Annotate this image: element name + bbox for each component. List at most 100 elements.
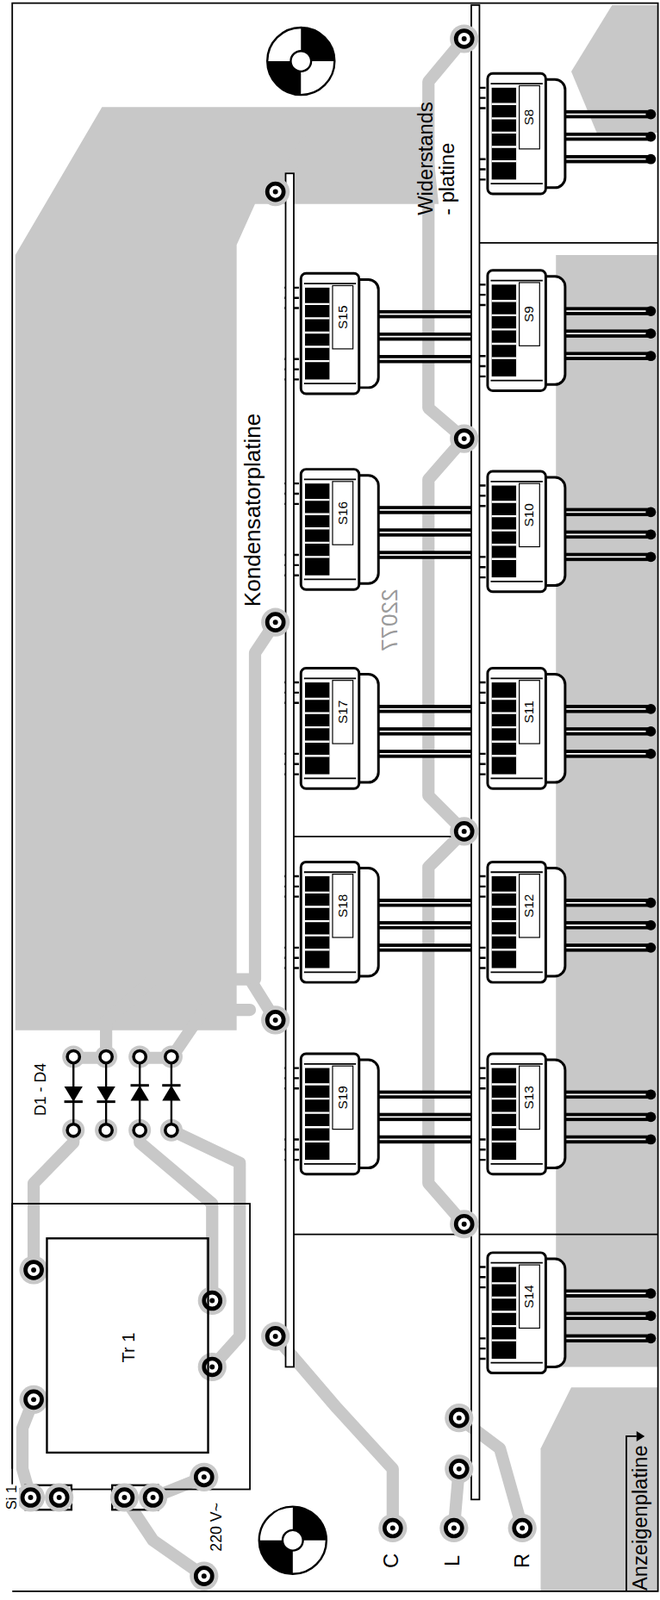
pcb-graphic xyxy=(439,1513,468,1543)
slide-switch xyxy=(471,861,656,983)
switch-body: S18 xyxy=(300,861,359,983)
board-label: Widerstands - platine xyxy=(415,90,459,215)
slide-switch xyxy=(471,1252,656,1374)
pcb-graphic xyxy=(261,608,290,637)
pcb-graphic xyxy=(449,816,479,846)
switch-body: S12 xyxy=(487,861,546,983)
switch-label: S17 xyxy=(336,700,350,724)
switch-body: S13 xyxy=(487,1053,546,1175)
diode-symbol xyxy=(94,1046,118,1142)
part-label: Tr 1 xyxy=(120,1332,139,1363)
pcb-graphic xyxy=(261,1321,290,1351)
pcb-graphic xyxy=(255,622,276,979)
pcb-graphic xyxy=(110,1482,139,1512)
pcb-graphic xyxy=(261,177,290,206)
part-label: Si 1 xyxy=(3,1484,19,1512)
pcb-graphic xyxy=(428,38,464,439)
pcb-graphic xyxy=(198,1352,227,1382)
pcb-graphic xyxy=(171,1130,240,1368)
slide-switch xyxy=(471,471,656,592)
pcb-graphic xyxy=(428,438,464,832)
switch-body: S17 xyxy=(300,667,359,789)
switch-body: S15 xyxy=(300,273,359,394)
pcb-graphic xyxy=(261,1005,290,1034)
transformer-outline xyxy=(12,1203,250,1490)
slide-switch xyxy=(284,1053,480,1175)
switch-label: S8 xyxy=(522,109,536,126)
frame-lines xyxy=(12,3,658,1592)
pcb-graphic xyxy=(449,1209,479,1239)
switches xyxy=(284,73,656,1373)
pcb-graphic xyxy=(198,1286,227,1315)
pcb-graphic xyxy=(540,1387,658,1592)
switch-body: S8 xyxy=(487,73,546,194)
copper-traces xyxy=(22,38,523,1576)
board-label: Anzeigenplatine xyxy=(629,1444,652,1591)
pcb-graphic xyxy=(449,424,479,454)
pcb-graphic xyxy=(636,1431,645,1442)
switch-label: S11 xyxy=(522,700,536,723)
switch-body: S19 xyxy=(300,1053,359,1175)
part-label: D1 - D4 xyxy=(32,1063,50,1116)
pcb-graphic xyxy=(449,24,479,53)
pcb-graphic xyxy=(22,1399,34,1498)
pcb-graphic xyxy=(18,1385,48,1414)
switch-label: S12 xyxy=(522,894,536,918)
mounting-hole xyxy=(267,27,335,95)
terminal-label: L xyxy=(442,1555,464,1567)
capacitor-board-edge xyxy=(286,173,294,1367)
mains-label: 220 V~ xyxy=(208,1502,225,1552)
mounting-hole xyxy=(259,1506,327,1575)
switch-body: S10 xyxy=(487,471,546,592)
switch-label: S18 xyxy=(336,894,350,918)
slide-switch xyxy=(471,1053,656,1175)
pcb-graphic xyxy=(275,143,409,193)
switch-label: S15 xyxy=(336,305,350,330)
transformer-box: Tr 1 xyxy=(45,1237,209,1454)
pcb-graphic xyxy=(189,1463,218,1492)
switch-label: S14 xyxy=(522,1284,536,1308)
pcb-graphic xyxy=(139,1009,250,1059)
resistor-board-edge xyxy=(471,5,480,1500)
pcb-graphic xyxy=(428,831,464,1225)
pcb-graphic xyxy=(378,1513,407,1543)
slide-switch xyxy=(284,273,480,394)
copper-areas xyxy=(15,5,659,1592)
switch-body: S14 xyxy=(487,1252,546,1374)
terminal-label: C xyxy=(380,1553,403,1569)
pads xyxy=(16,24,537,1590)
switch-label: S9 xyxy=(522,305,536,323)
diode-symbol xyxy=(62,1046,85,1142)
pcb-graphic xyxy=(33,1130,74,1271)
pcb-graphic xyxy=(508,1513,537,1543)
slide-switch xyxy=(471,270,656,392)
slide-switch xyxy=(471,667,656,789)
switch-label: S19 xyxy=(336,1085,350,1109)
switch-body: S9 xyxy=(487,270,546,392)
pcb-graphic xyxy=(444,1454,474,1483)
switch-label: S13 xyxy=(522,1085,536,1109)
switch-body: S16 xyxy=(300,469,359,591)
pcb-graphic xyxy=(555,255,658,1367)
pcb-graphic xyxy=(479,242,658,244)
terminal-label: R xyxy=(511,1553,534,1569)
diode-symbol xyxy=(128,1046,151,1142)
pcb-graphic xyxy=(138,1482,168,1512)
pcb-graphic xyxy=(16,1482,45,1512)
pcb-graphic xyxy=(290,835,469,838)
slide-switch xyxy=(284,861,480,983)
slide-switch xyxy=(284,469,480,591)
board-label: Kondensatorplatine xyxy=(241,413,265,607)
slide-switch xyxy=(471,73,656,194)
pcb-graphic xyxy=(44,1482,74,1512)
pcb-graphic xyxy=(189,1562,218,1591)
pcb-graphic xyxy=(444,1403,474,1433)
slide-switch xyxy=(284,667,480,789)
diodes xyxy=(62,1046,183,1142)
board-number: 22077 xyxy=(378,589,402,652)
switch-label: S16 xyxy=(336,501,350,525)
diode-symbol xyxy=(160,1046,183,1142)
pcb-graphic xyxy=(139,1130,212,1302)
